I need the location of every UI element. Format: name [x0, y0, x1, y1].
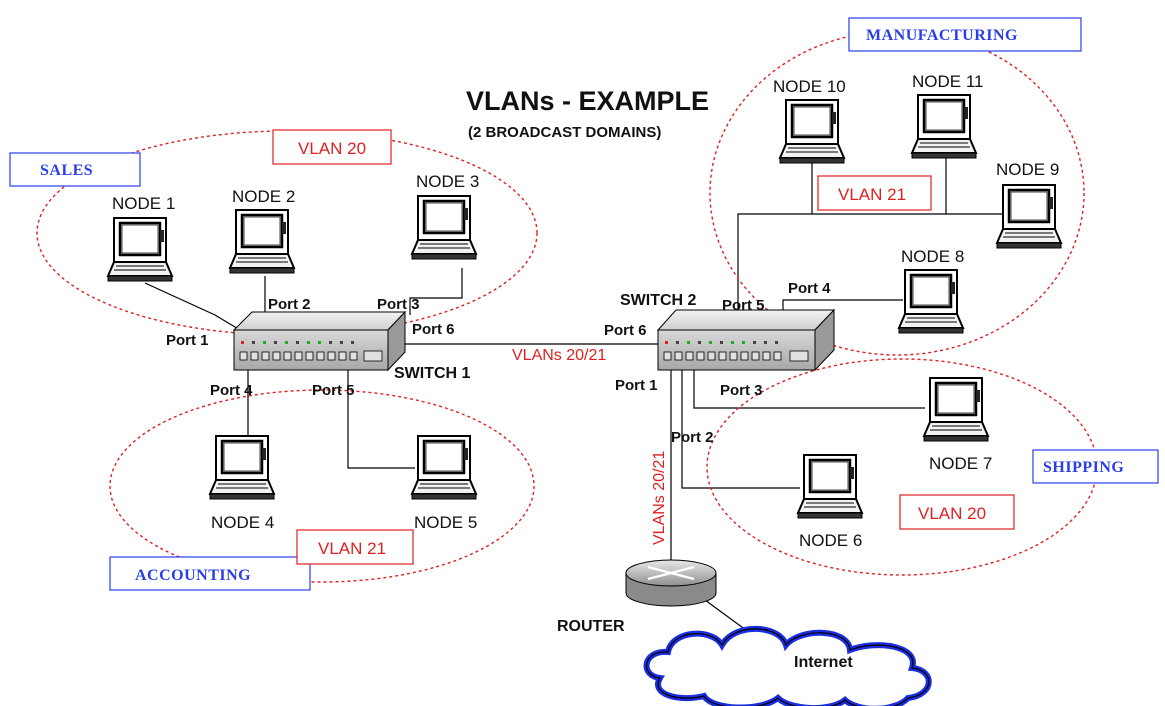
router-icon	[625, 559, 717, 607]
node-8-laptop-icon	[897, 268, 965, 335]
switch-2-port-3-label: Port 3	[720, 382, 763, 399]
node-3-laptop-icon	[410, 194, 478, 261]
node-6-laptop-icon	[796, 453, 864, 520]
switch-2-port-4-label: Port 4	[788, 280, 831, 297]
dept-accounting-label: ACCOUNTING	[135, 567, 251, 584]
link-vlan21-bus-switch2	[737, 213, 1003, 318]
node-2-laptop-icon	[228, 208, 296, 275]
node-3-label: NODE 3	[416, 172, 479, 191]
vlan-accounting-box: VLAN 21	[296, 529, 414, 565]
router-trunk-label: VLANs 20/21	[651, 451, 668, 545]
node-10-laptop-icon	[778, 98, 846, 165]
node-11-label: NODE 11	[912, 72, 984, 91]
node-4-laptop-icon	[208, 434, 276, 501]
switch-2	[656, 308, 836, 372]
switch-2-port-1-label: Port 1	[615, 377, 658, 394]
vlan-shipping-label: VLAN 20	[918, 504, 986, 523]
link-node3-switch1	[409, 268, 463, 315]
link-node6-switch2	[681, 370, 800, 489]
internet-label: Internet	[794, 654, 853, 671]
switch-2-port-5-label: Port 5	[722, 297, 765, 314]
vlan-manufacturing-label: VLAN 21	[838, 185, 906, 204]
switch-1-port-1-label: Port 1	[166, 332, 209, 349]
switch-2-port-2-label: Port 2	[671, 429, 714, 446]
switch-1-label: SWITCH 1	[394, 365, 471, 382]
switch-1-port-5-label: Port 5	[312, 382, 355, 399]
node-5-label: NODE 5	[414, 513, 477, 532]
switch-1-port-6-label: Port 6	[412, 321, 455, 338]
router-label: ROUTER	[557, 618, 625, 635]
vlan-manufacturing-box: VLAN 21	[817, 175, 932, 211]
dept-shipping-box: SHIPPING	[1032, 449, 1159, 484]
switch-1-port-2-label: Port 2	[268, 296, 311, 313]
link-node7-switch2	[693, 370, 925, 409]
accounting-area-ellipse	[109, 389, 535, 583]
dept-sales-box: SALES	[9, 152, 141, 187]
node-8-label: NODE 8	[901, 247, 964, 266]
dept-shipping-label: SHIPPING	[1043, 459, 1124, 476]
vlan-sales-label: VLAN 20	[298, 139, 366, 158]
vlan-shipping-box: VLAN 20	[899, 494, 1015, 530]
node-6-label: NODE 6	[799, 531, 862, 550]
diagram-title: VLANs - EXAMPLE	[466, 86, 709, 116]
node-11-laptop-icon	[910, 93, 978, 160]
internet-cloud-icon	[643, 625, 932, 706]
dept-accounting-box: ACCOUNTING	[109, 556, 311, 591]
vlan-sales-box: VLAN 20	[272, 129, 392, 165]
node-1-label: NODE 1	[112, 194, 175, 213]
switch-2-port-6-label: Port 6	[604, 322, 647, 339]
node-9-label: NODE 9	[996, 160, 1059, 179]
diagram-subtitle: (2 BROADCAST DOMAINS)	[468, 124, 661, 141]
node-10-label: NODE 10	[773, 77, 846, 96]
node-7-label: NODE 7	[929, 454, 992, 473]
switch-2-label: SWITCH 2	[620, 292, 697, 309]
inter-switch-trunk-label: VLANs 20/21	[512, 347, 606, 364]
dept-sales-label: SALES	[40, 162, 93, 179]
node-7-laptop-icon	[922, 376, 990, 443]
node-5-laptop-icon	[410, 434, 478, 501]
switch-1-port-4-label: Port 4	[210, 382, 253, 399]
node-9-laptop-icon	[995, 183, 1063, 250]
node-1-laptop-icon	[106, 216, 174, 283]
switch-1-port-3-label: Port 3	[377, 296, 420, 313]
dept-manufacturing-box: MANUFACTURING	[848, 17, 1082, 52]
switch-1	[232, 310, 407, 372]
node-2-label: NODE 2	[232, 187, 295, 206]
vlan-accounting-label: VLAN 21	[318, 539, 386, 558]
dept-manufacturing-label: MANUFACTURING	[866, 27, 1018, 44]
link-node5-switch1	[347, 370, 415, 469]
node-4-label: NODE 4	[211, 513, 274, 532]
link-node1-switch1	[144, 282, 241, 331]
